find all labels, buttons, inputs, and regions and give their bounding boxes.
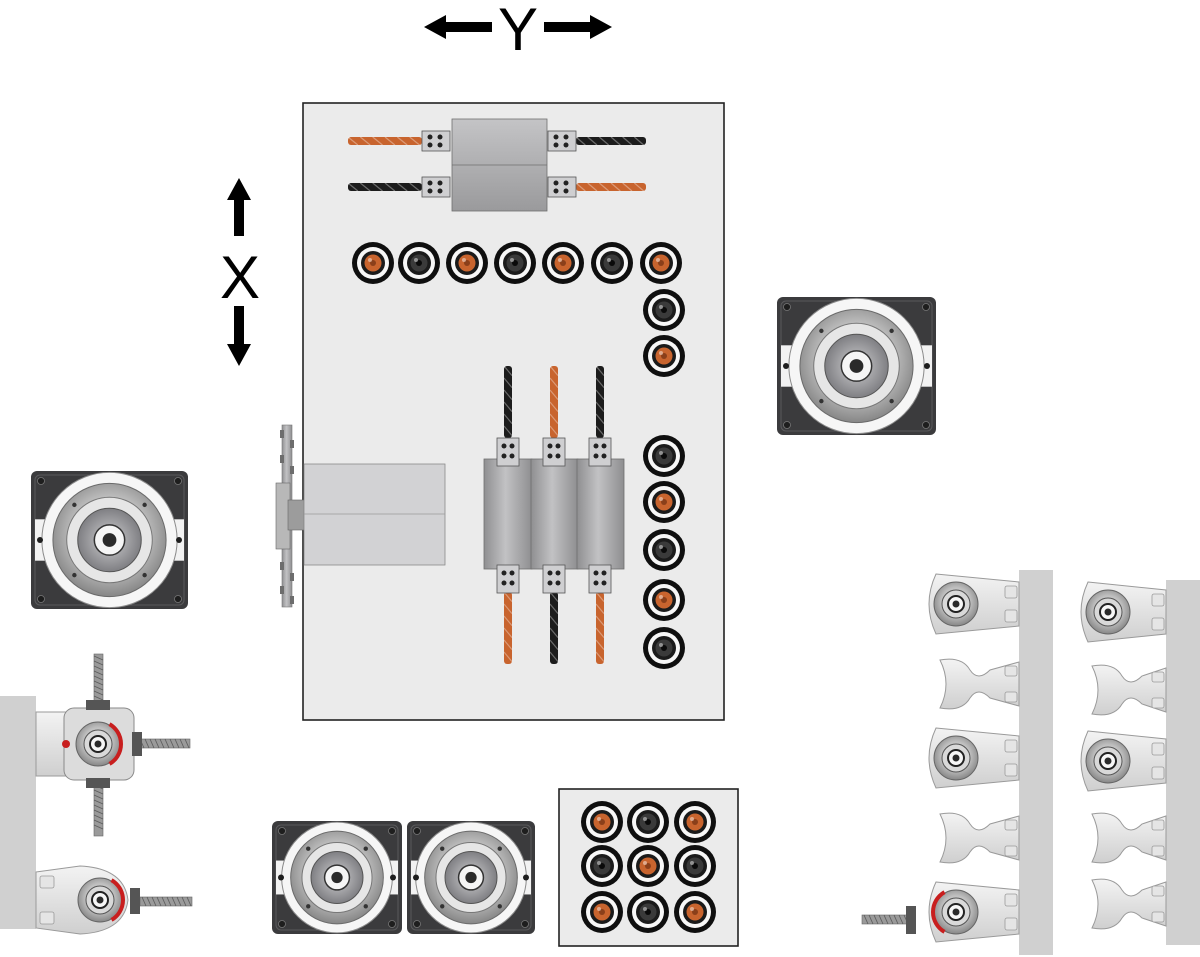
drill-chuck: [588, 564, 612, 594]
spindle-black: [643, 627, 685, 669]
spindle-black: [627, 891, 669, 933]
arrow-up-icon: [227, 178, 251, 236]
tool-rack-b-rail: [1166, 580, 1200, 945]
drive-shaft: [861, 906, 916, 934]
x-axis-indicator: X: [220, 178, 260, 366]
fork: [1091, 664, 1167, 716]
tool-holder: [1080, 730, 1167, 792]
drill-chuck: [542, 564, 566, 594]
spindle-orange: [643, 579, 685, 621]
angle-head-1way: [35, 865, 193, 935]
spindle-orange: [643, 481, 685, 523]
drill-bit-orange: [549, 365, 559, 438]
drill-bit-black: [549, 591, 559, 664]
main-spindle-array: [352, 242, 685, 669]
drill-bit-black: [575, 136, 646, 146]
spindle-black: [643, 289, 685, 331]
tool-holder: [928, 573, 1020, 635]
drill-chuck: [496, 564, 520, 594]
drill-bit-black: [503, 365, 513, 438]
small-spindle-panel: [558, 788, 739, 947]
right-motor: [777, 297, 936, 435]
fork: [939, 812, 1020, 864]
left-motor: [31, 471, 188, 609]
drill-chuck: [421, 176, 451, 198]
spindle-orange: [542, 242, 584, 284]
spindle-orange: [674, 891, 716, 933]
angle-head-4way: [35, 653, 191, 837]
drill-bit-orange: [347, 136, 422, 146]
spindle-black: [494, 242, 536, 284]
spindle-black: [627, 801, 669, 843]
spindle-black: [581, 845, 623, 887]
saw-housing: [303, 463, 446, 566]
fork: [939, 658, 1020, 710]
tool-holder: [928, 881, 1020, 943]
spindle-orange: [581, 891, 623, 933]
tool-holder: [928, 727, 1020, 789]
spindle-black: [643, 435, 685, 477]
drill-chuck: [547, 176, 577, 198]
y-axis-indicator: Y: [424, 0, 612, 63]
drill-chuck: [547, 130, 577, 152]
spindle-orange: [640, 242, 682, 284]
saw-teeth: [280, 430, 294, 604]
drill-chuck: [421, 130, 451, 152]
spindle-orange: [643, 335, 685, 377]
left-rail: [0, 696, 36, 929]
main-drilling-panel: [275, 102, 725, 721]
drill-chuck: [542, 437, 566, 467]
x-axis-label: X: [220, 244, 260, 311]
drill-chuck: [496, 437, 520, 467]
drill-bit-orange: [575, 182, 646, 192]
tool-holder: [1080, 581, 1167, 643]
arrow-right-icon: [544, 15, 612, 39]
spindle-orange: [446, 242, 488, 284]
saw-mechanism: [275, 424, 446, 608]
horizontal-drill-group: [347, 118, 646, 212]
drill-chuck: [588, 437, 612, 467]
spindle-orange: [352, 242, 394, 284]
spindle-black: [643, 529, 685, 571]
drill-bit-black: [595, 365, 605, 438]
spindle-orange: [627, 845, 669, 887]
arrow-left-icon: [424, 15, 492, 39]
y-axis-label: Y: [498, 0, 538, 63]
spindle-black: [674, 845, 716, 887]
fork: [1091, 812, 1167, 864]
tool-rack-a-rail: [1019, 570, 1053, 955]
spindle-black: [398, 242, 440, 284]
vertical-drill-block: [483, 458, 625, 570]
bottom-motor-1: [272, 821, 402, 934]
spindle-black: [591, 242, 633, 284]
bottom-motor-2: [407, 821, 535, 934]
spindle-orange: [674, 801, 716, 843]
drill-bit-black: [347, 182, 422, 192]
fork: [1091, 878, 1167, 930]
drill-bit-orange: [503, 591, 513, 664]
spindle-orange: [581, 801, 623, 843]
vertical-drill-group: [483, 365, 625, 664]
drill-bit-orange: [595, 591, 605, 664]
arrow-down-icon: [227, 306, 251, 366]
